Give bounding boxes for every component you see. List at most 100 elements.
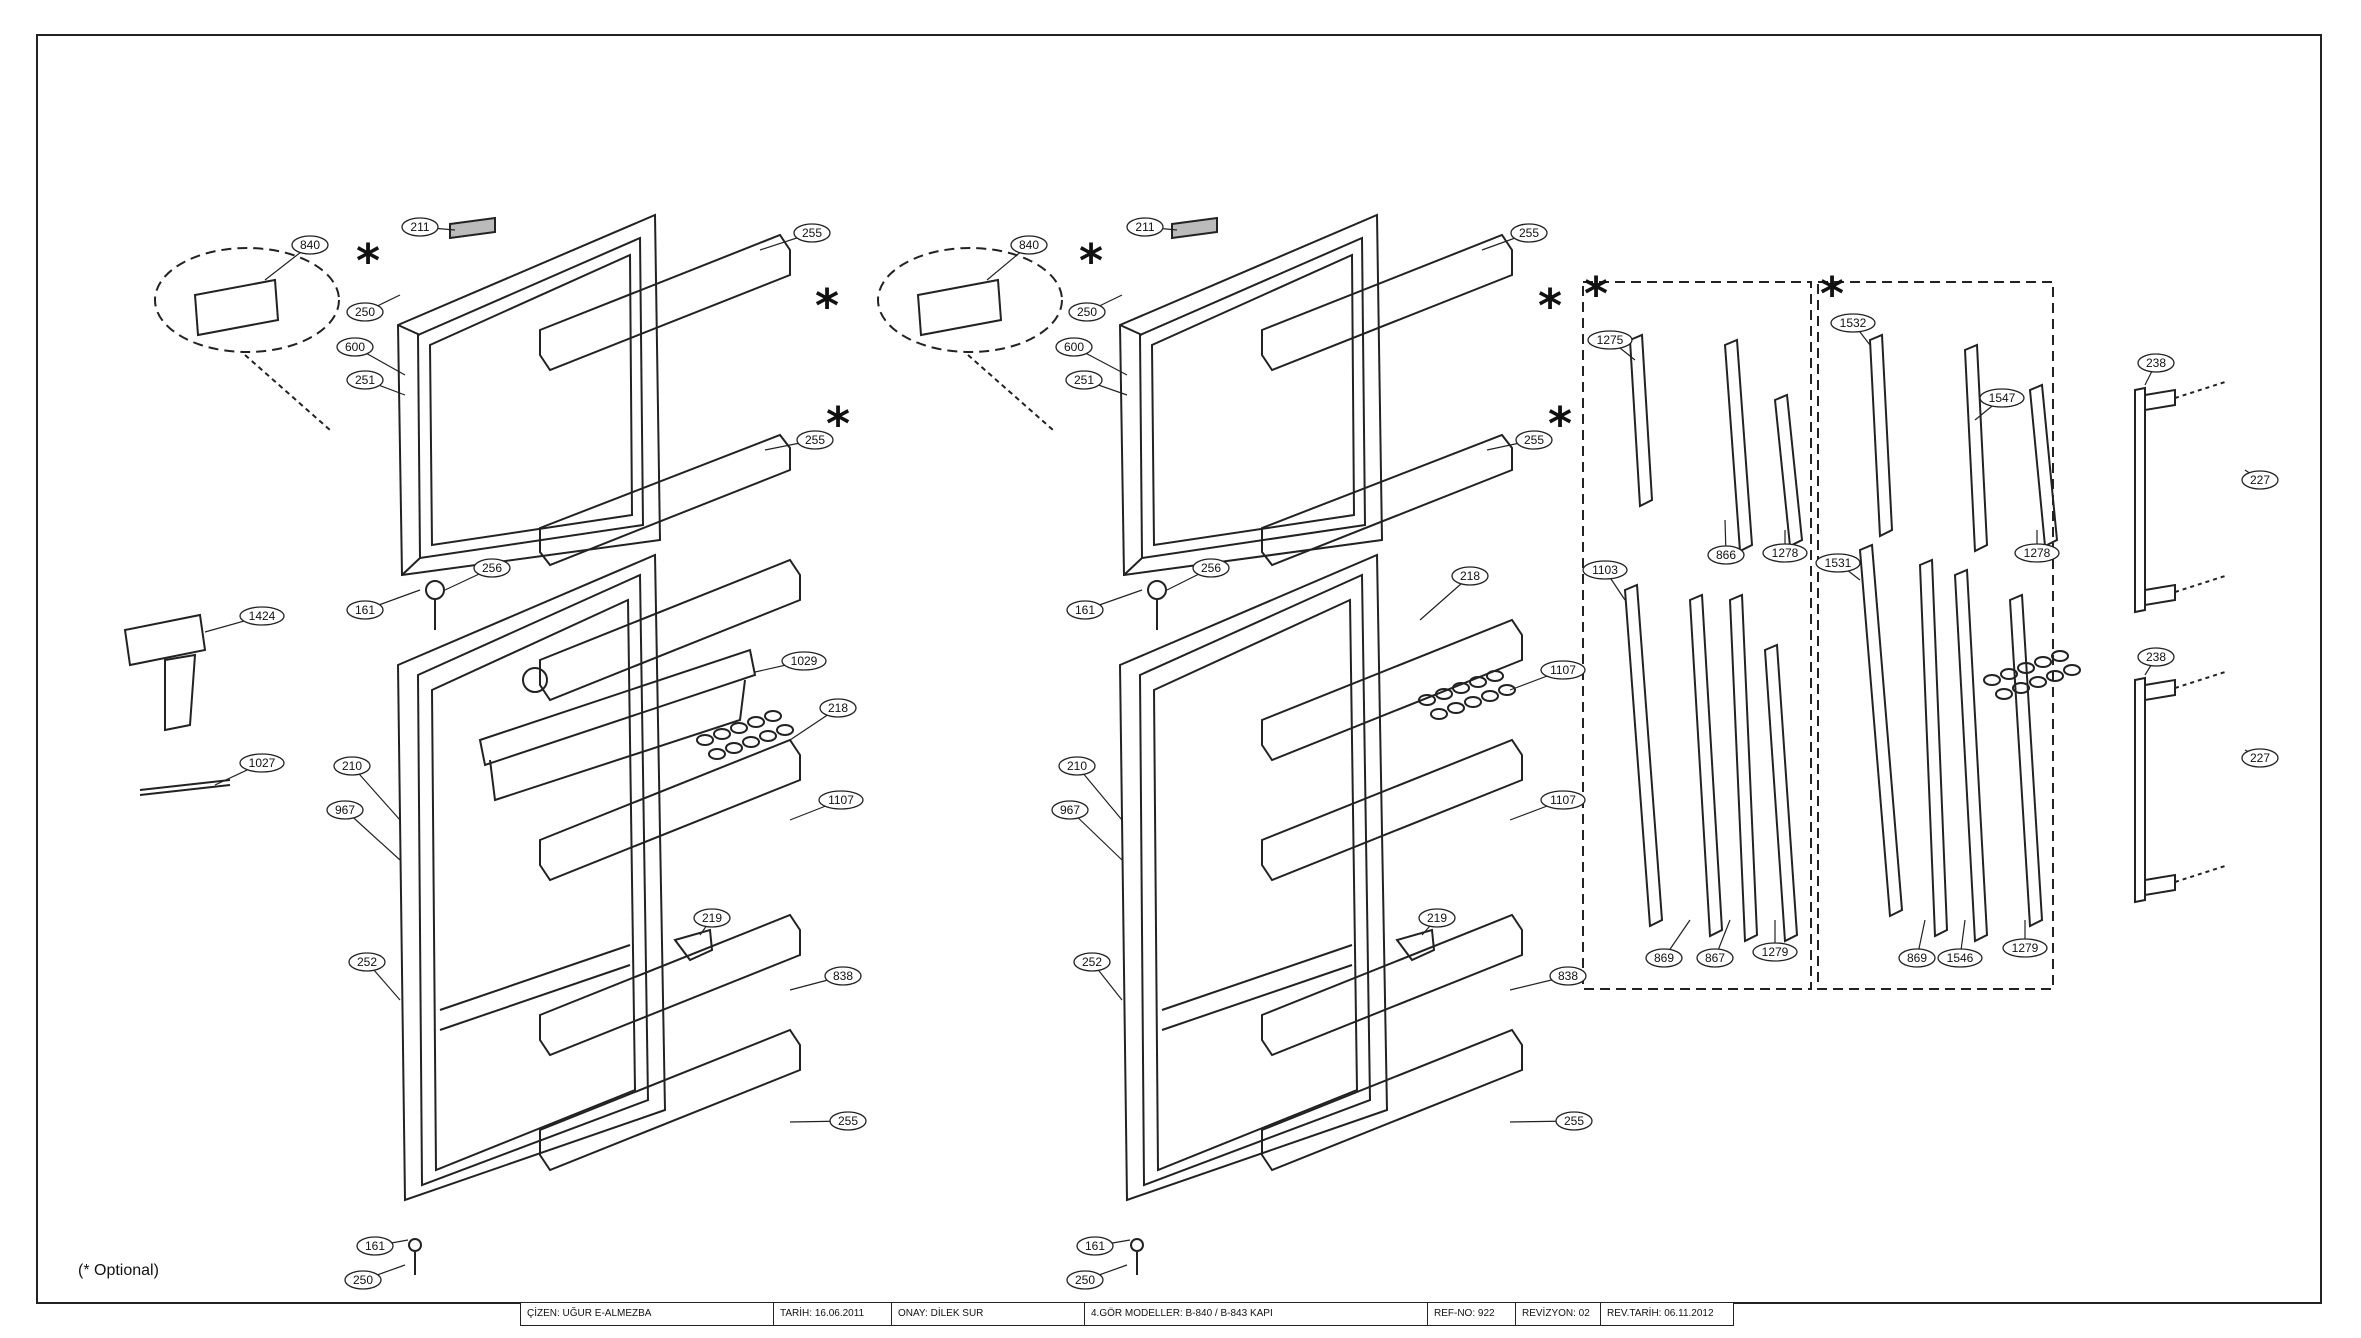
callout-bubble [346,302,384,322]
callout-255: 255 [764,430,834,451]
callout-600: 600 [1055,337,1128,376]
egg-cup [1418,694,1436,706]
title-cell-date: TARİH: 16.06.2011 [774,1303,892,1325]
callout-label: 219 [1427,911,1447,925]
callout-219: 219 [1418,908,1456,936]
optional-panel-outline [877,247,1063,353]
callout-bubble [1815,553,1861,573]
callout-label: 838 [1558,969,1578,983]
callout-218: 218 [789,698,857,741]
callout-250: 250 [344,1264,406,1290]
trim-strip [1723,338,1754,553]
callout-238: 238 [2137,353,2175,386]
door-shelf-upper [539,233,791,372]
callout-255: 255 [789,1111,867,1131]
callout-label: 867 [1705,951,1725,965]
callout-bubble [291,235,329,255]
callout-1278: 1278 [1762,530,1808,563]
callout-label: 1278 [1772,546,1799,560]
callout-1279: 1279 [2002,920,2048,958]
callout-161: 161 [346,589,421,620]
callout-bubble [1051,800,1089,820]
callout-1424: 1424 [204,606,285,633]
callout-1107: 1107 [1509,790,1586,821]
callout-label: 600 [345,340,365,354]
door-handle-bar [2134,676,2146,904]
hinge-bushing [408,1238,422,1252]
callout-bubble [1587,330,1633,350]
egg-cup [764,710,782,722]
arrow-line [967,354,1054,431]
callout-label: 252 [1082,955,1102,969]
freezer-door-panel [1150,253,1356,547]
trim-strip [1728,593,1759,943]
callout-bubble [1055,337,1093,357]
callout-label: 161 [365,1239,385,1253]
callout-bubble [796,430,834,450]
egg-cup [1983,674,2001,686]
dispenser-bin [489,679,746,802]
callout-label: 250 [355,305,375,319]
callout-227: 227 [2241,748,2279,768]
callout-bubble [346,600,384,620]
callout-label: 869 [1654,951,1674,965]
optional-star-shelf-left: * [815,279,839,333]
handle-bracket [2144,873,2176,897]
trim-strip [1623,583,1664,928]
optional-markers: ******** [356,234,1844,451]
callout-label: 250 [1077,305,1097,319]
title-cell-revision: REVİZYON: 02 [1516,1303,1601,1325]
callout-label: 227 [2250,751,2270,765]
trim-strip [1953,568,1989,943]
callout-label: 256 [1201,561,1221,575]
callout-label: 1107 [1550,663,1576,677]
egg-cup [1452,682,1470,694]
egg-cup [725,742,743,754]
optional-panel-outline [154,247,340,353]
callout-label: 255 [838,1114,858,1128]
callout-bubble [1066,600,1104,620]
callout-bubble [693,908,731,928]
label-plate [449,216,496,240]
callout-bubble [819,698,857,718]
callout-bubble [1068,302,1106,322]
callout-bubble [333,756,371,776]
trim-strip [1688,593,1724,938]
callout-bubble [336,337,374,357]
callout-label: 1279 [2012,941,2039,955]
freezer-door-outline [1118,213,1384,577]
callout-1278: 1278 [2014,530,2060,563]
callout-label: 255 [1564,1114,1584,1128]
callout-bubble [1126,217,1164,237]
freezer-door-outline [396,213,662,577]
door-shelf-upper-2 [539,433,791,567]
callout-bubble [1065,370,1103,390]
callout-bubble [2241,470,2279,490]
callout-bubble [2014,543,2060,563]
part-line [439,944,631,1011]
callout-252: 252 [348,952,401,1001]
callout-bubble [1582,560,1628,580]
callout-label: 255 [1524,433,1544,447]
egg-cup [1435,688,1453,700]
callout-label: 866 [1716,548,1736,562]
callout-label: 238 [2146,356,2166,370]
callout-label: 600 [1064,340,1084,354]
callout-211: 211 [401,217,456,237]
callout-256: 256 [1166,558,1230,591]
callout-label: 1532 [1840,316,1867,330]
fridge-door-shelf [1261,1028,1523,1172]
handle-bracket [2144,583,2176,607]
control-stem [164,653,197,732]
callout-1275: 1275 [1587,330,1636,361]
leader-line [351,765,401,821]
callout-bubble [829,1111,867,1131]
callout-label: 250 [353,1273,373,1287]
callout-label: 840 [1019,238,1039,252]
display-panel [193,278,280,337]
freezer-door-panel [428,253,634,547]
callout-label: 161 [1075,603,1095,617]
callout-255: 255 [1486,430,1553,451]
callout-bubble [781,651,827,671]
callout-838: 838 [1509,966,1587,991]
